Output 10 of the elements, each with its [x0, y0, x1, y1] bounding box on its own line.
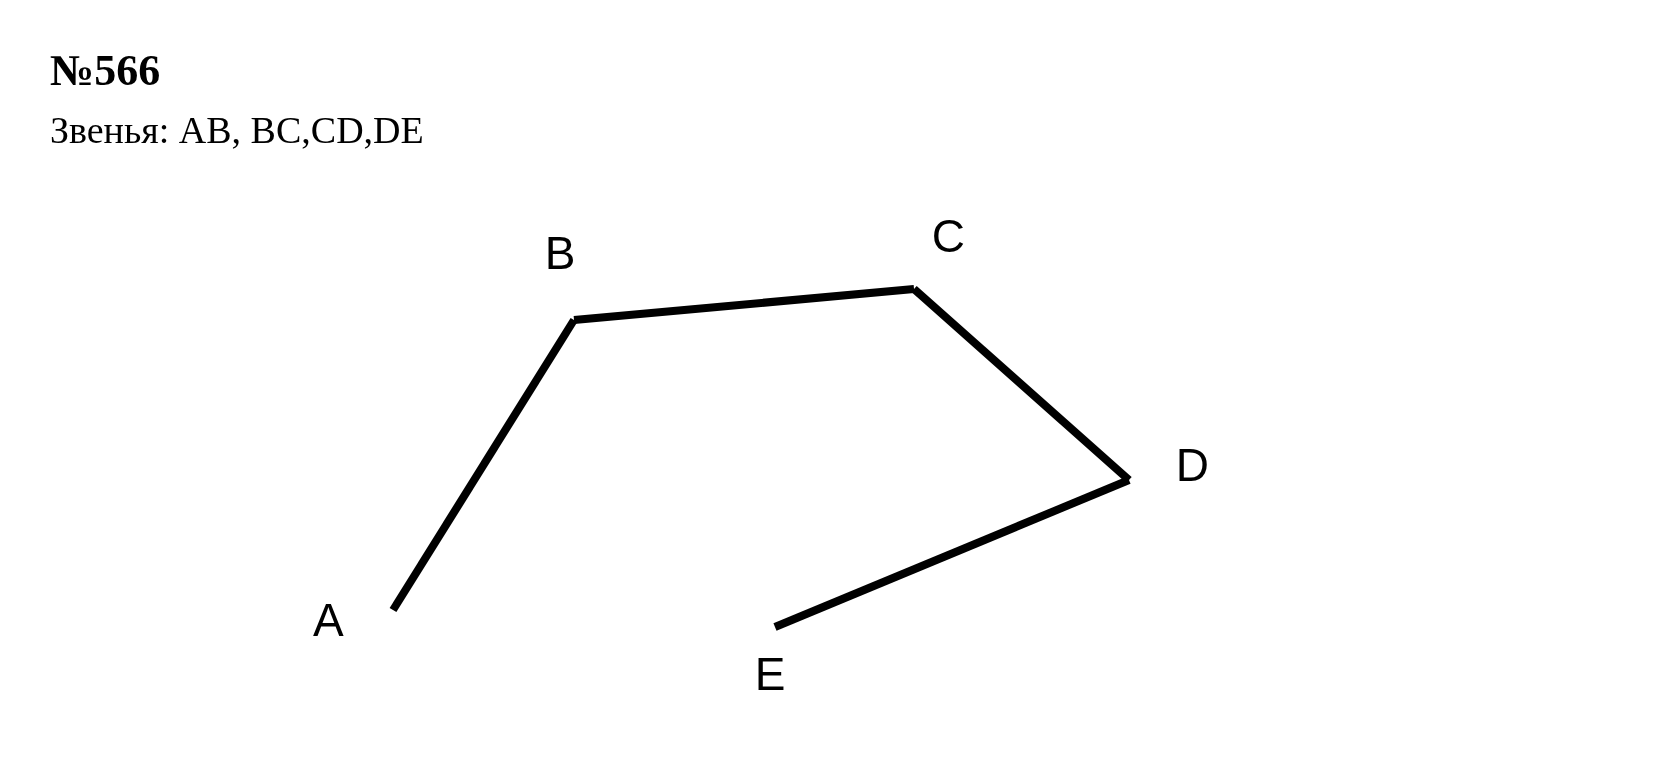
- segment-line: [573, 285, 915, 324]
- vertex-label: C: [905, 213, 965, 289]
- vertex-label: D: [1129, 435, 1209, 495]
- segments-note: Звенья: AB, BC,CD,DE: [50, 108, 424, 152]
- vertex-label: A: [313, 590, 393, 650]
- task-number: №566: [50, 45, 161, 96]
- segment-line: [773, 476, 1131, 631]
- vertex-label: B: [535, 230, 585, 320]
- vertex-label: E: [745, 627, 795, 697]
- segment-line: [389, 317, 578, 613]
